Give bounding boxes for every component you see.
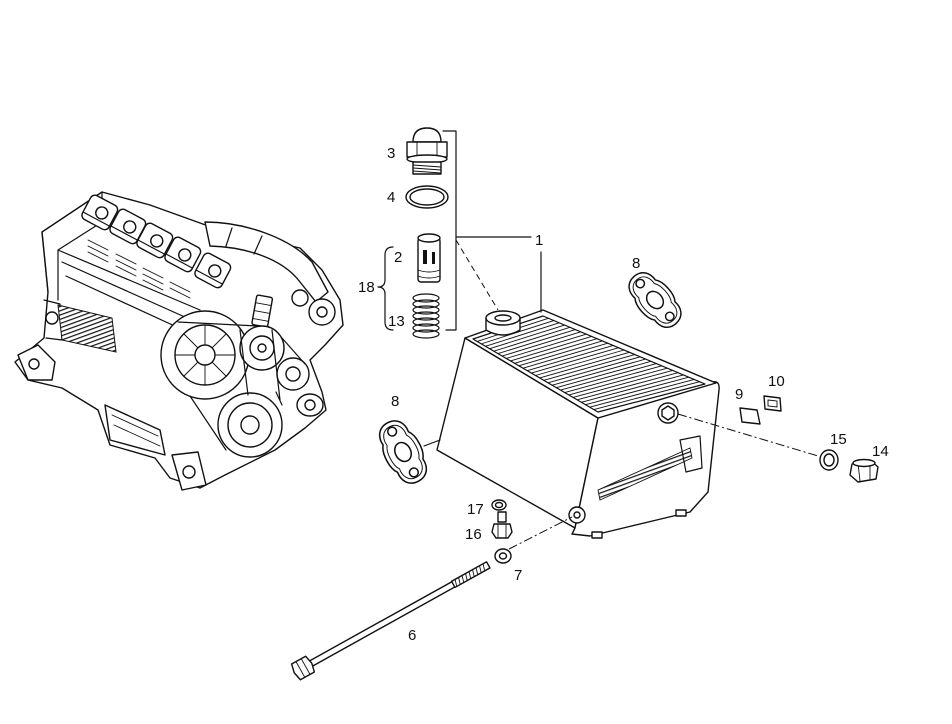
callout-3: 3: [387, 145, 395, 162]
callout-9: 9: [735, 386, 743, 403]
cooler-fin: [535, 349, 625, 376]
pulley: [239, 325, 285, 371]
callout-13: 13: [388, 313, 405, 330]
cooler-fin: [518, 340, 603, 367]
cylinder-head: [136, 222, 174, 259]
callout-6: 6: [408, 627, 416, 644]
callout-4: 4: [387, 189, 395, 206]
cooler-fin: [580, 374, 684, 403]
oil-cooler: [436, 309, 720, 539]
part-16-screw: [491, 511, 513, 539]
part-15-sealing-ring: [819, 449, 839, 471]
engine-mount-foot: [171, 451, 207, 491]
callout-16: 16: [465, 526, 482, 543]
cooler-fin: [514, 338, 598, 364]
cooler-fin: [539, 351, 630, 379]
cylinder-head: [81, 194, 119, 231]
cylinder-head: [194, 252, 232, 289]
cooler-fin: [501, 331, 582, 357]
callout-10: 10: [768, 373, 785, 390]
part-7-washer: [494, 548, 512, 564]
part-8-gasket-upper: [628, 272, 682, 328]
part-8-gasket-lower: [378, 420, 428, 484]
cooler-fin: [589, 379, 695, 408]
cooler-fin: [568, 367, 668, 396]
oil-cooler-port: [485, 310, 521, 336]
part-10-plate: [763, 395, 782, 412]
cooler-fin: [485, 322, 560, 347]
leader-drain-axis: [677, 413, 819, 457]
cooler-fin: [510, 335, 593, 362]
crankshaft-pulley: [217, 392, 283, 458]
cooling-blower: [160, 310, 250, 400]
cooler-fin: [505, 333, 587, 359]
part-4-sealing-ring: [405, 185, 449, 209]
cooler-fin: [576, 372, 679, 401]
oil-cooler-hatched-strip: [597, 447, 693, 501]
engine-illustration: [14, 191, 344, 491]
cylinder-head: [164, 236, 202, 273]
oil-cooler-fins: [476, 317, 701, 411]
part-6-long-bolt: [290, 561, 491, 681]
callout-2: 2: [394, 249, 402, 266]
callout-1: 1: [535, 232, 543, 249]
callout-8-lower: 8: [391, 393, 399, 410]
part-14-screw-plug: [849, 458, 879, 483]
cooler-fin: [585, 376, 690, 406]
part-3-screw-plug: [406, 127, 448, 175]
leader-gasket-lower: [423, 439, 441, 447]
part-17-sealing-ring: [491, 499, 507, 511]
cooler-fin: [564, 365, 663, 393]
leader-valve-to-port: [455, 239, 499, 311]
cooler-fin: [526, 345, 614, 372]
cooler-fin: [489, 324, 566, 350]
cooler-fin: [530, 347, 620, 374]
callout-14: 14: [872, 443, 889, 460]
cooler-fin: [493, 326, 571, 352]
callout-18: 18: [358, 279, 375, 296]
callout-15: 15: [830, 431, 847, 448]
cooler-fin: [480, 320, 555, 345]
cooler-fin: [547, 356, 641, 384]
part-9-plate: [739, 407, 761, 425]
cooler-fin: [551, 358, 647, 386]
cooler-fin: [522, 342, 609, 369]
engine-mount-foot: [296, 393, 324, 417]
part-2-valve-piston: [417, 233, 441, 283]
cooler-fin: [593, 381, 701, 411]
cooler-fin: [572, 369, 674, 398]
cooler-fin: [543, 354, 636, 381]
cooler-fin: [555, 360, 652, 389]
engine-mount-foot: [17, 344, 56, 381]
callout-17: 17: [467, 501, 484, 518]
part-13-spring: [412, 293, 440, 339]
cylinder-head: [109, 208, 147, 245]
callout-8-upper: 8: [632, 255, 640, 272]
leader-bolt-axis: [508, 516, 573, 550]
cooler-fin: [560, 363, 657, 391]
oil-cooler-drain-boss: [657, 402, 679, 424]
engine-cooling-fins: [57, 304, 117, 353]
brace-18: [377, 246, 394, 331]
cooler-fin: [497, 329, 576, 355]
assembly-bracket-1: [442, 130, 542, 331]
callout-7: 7: [514, 567, 522, 584]
